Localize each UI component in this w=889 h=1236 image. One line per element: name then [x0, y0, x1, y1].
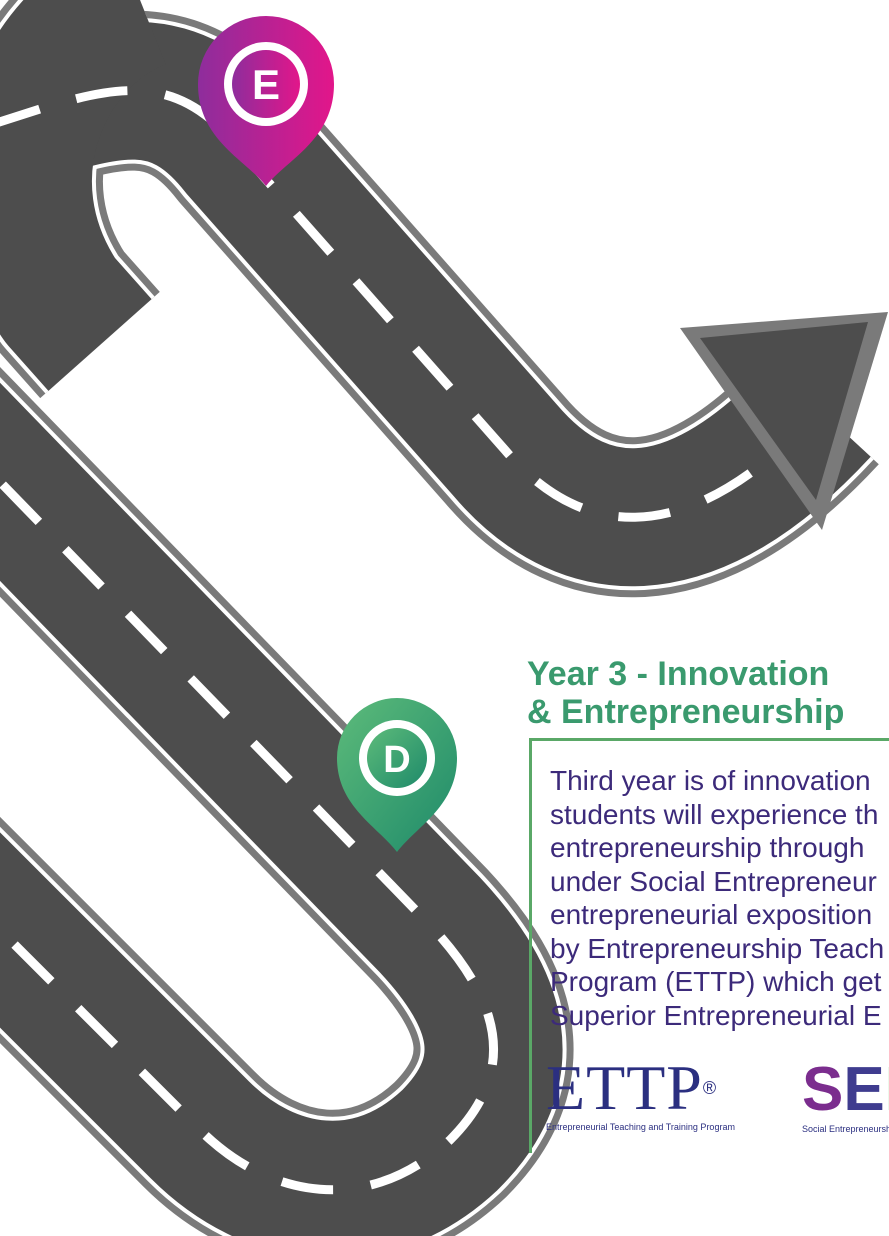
road-surface-back [0, 0, 169, 391]
sep-logo: SEP Social Entrepreneurship Program [802, 1055, 889, 1135]
map-pin-d [337, 698, 457, 852]
sep-letter-s: S [802, 1055, 844, 1124]
sep-letter-e: E [843, 1055, 885, 1124]
ettp-logo-word: ETTP [546, 1052, 703, 1123]
heading-line-2: & Entrepreneurship [527, 693, 845, 731]
sep-letter-p: P [885, 1055, 889, 1124]
description-line: entrepreneurial exposition [550, 899, 873, 930]
description-line: under Social Entrepreneur [550, 865, 877, 897]
heading-line-1: Year 3 - Innovation [527, 655, 830, 693]
description-text: Third year is of innovation students wil… [550, 764, 889, 1032]
lane-marking [0, 86, 824, 522]
description-line: Third year is of innovation [550, 765, 871, 796]
sep-logo-subtitle: Social Entrepreneurship Program [802, 1124, 889, 1134]
lane-marking-lower [0, 475, 498, 1195]
map-pin-e-letter: E [252, 61, 280, 108]
description-line: entrepreneurship through [550, 832, 865, 863]
description-line: students will experience th [550, 798, 879, 830]
map-pin-d-letter: D [383, 739, 410, 781]
ettp-registered-mark: ® [702, 1078, 718, 1098]
map-pin-e [198, 16, 334, 186]
description-line: by Entrepreneurship Teach [550, 932, 885, 964]
description-line: Superior Entrepreneurial E [550, 999, 882, 1031]
ettp-logo-subtitle: Entrepreneurial Teaching and Training Pr… [546, 1122, 735, 1132]
description-panel: Third year is of innovation students wil… [529, 738, 889, 1153]
section-heading: Year 3 - Innovation & Entrepreneurship [527, 655, 844, 731]
description-line: Program (ETTP) which get [550, 966, 882, 997]
ettp-logo: ETTP® Entrepreneurial Teaching and Train… [546, 1056, 735, 1133]
